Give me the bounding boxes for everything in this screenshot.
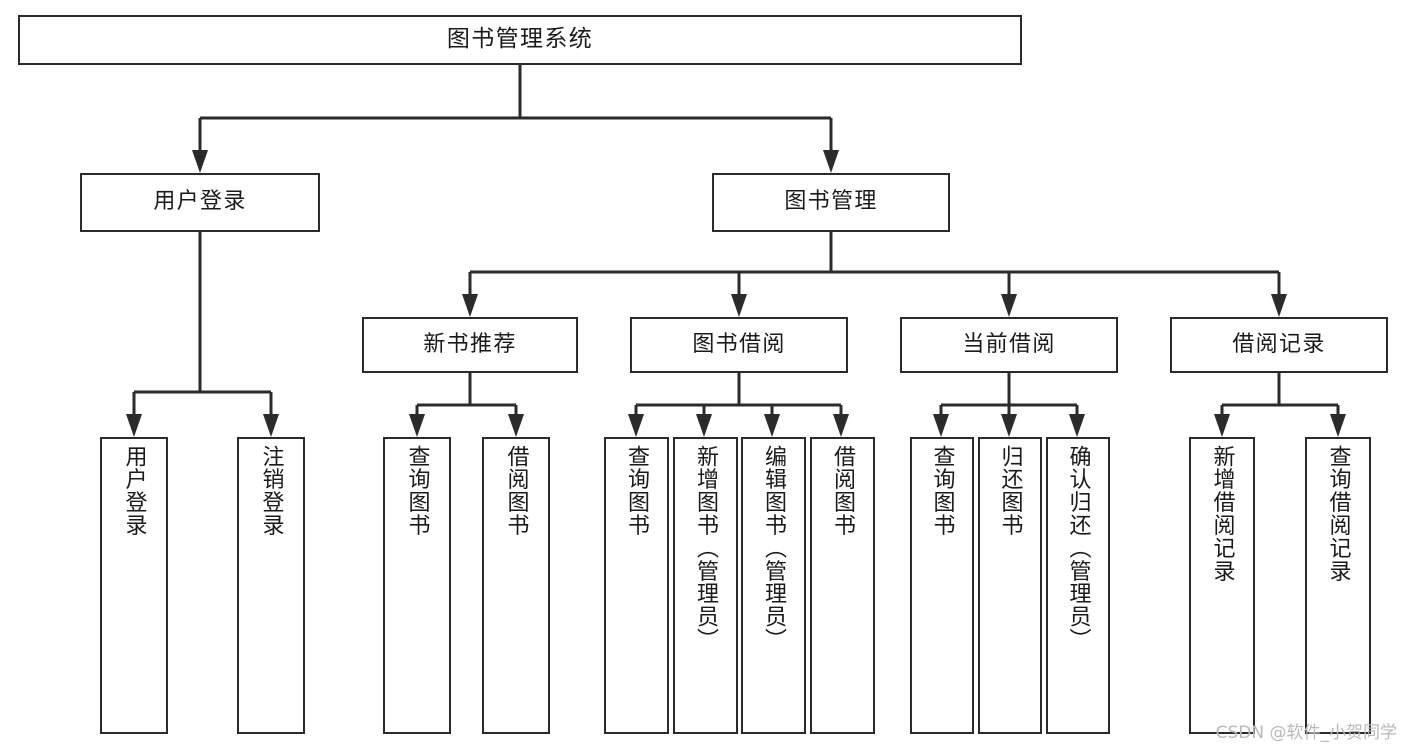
node-label: 新书推荐 <box>423 331 517 357</box>
node-label: 编辑图书（管理员） <box>761 445 787 651</box>
leaf-add-borrow-record[interactable]: 新增借阅记录 <box>1189 437 1255 734</box>
node-label: 图书管理系统 <box>446 26 594 53</box>
leaf-borrow-book-recommend[interactable]: 借阅图书 <box>482 437 550 734</box>
leaf-logout[interactable]: 注销登录 <box>237 437 305 734</box>
node-label: 图书借阅 <box>692 331 786 357</box>
leaf-confirm-return-admin[interactable]: 确认归还（管理员） <box>1046 437 1110 734</box>
node-user-login[interactable]: 用户登录 <box>80 173 320 232</box>
node-label: 注销登录 <box>258 445 284 537</box>
node-label: 当前借阅 <box>962 331 1056 357</box>
leaf-query-book-current[interactable]: 查询图书 <box>910 437 974 734</box>
node-new-book-recommend[interactable]: 新书推荐 <box>362 317 578 373</box>
node-label: 借阅图书 <box>503 445 529 537</box>
leaf-add-book-admin[interactable]: 新增图书（管理员） <box>673 437 738 734</box>
leaf-query-book-borrow[interactable]: 查询图书 <box>604 437 669 734</box>
node-label: 查询借阅记录 <box>1325 445 1351 583</box>
leaf-query-book-recommend[interactable]: 查询图书 <box>383 437 451 734</box>
node-label: 查询图书 <box>404 445 430 537</box>
leaf-query-borrow-record[interactable]: 查询借阅记录 <box>1305 437 1371 734</box>
node-current-borrow[interactable]: 当前借阅 <box>900 317 1118 373</box>
node-label: 用户登录 <box>121 445 147 537</box>
node-label: 查询图书 <box>624 445 650 537</box>
node-root-system[interactable]: 图书管理系统 <box>18 15 1022 65</box>
node-borrow-record[interactable]: 借阅记录 <box>1170 317 1388 373</box>
leaf-user-login[interactable]: 用户登录 <box>100 437 168 734</box>
node-label: 借阅记录 <box>1232 331 1326 357</box>
leaf-return-book[interactable]: 归还图书 <box>978 437 1042 734</box>
leaf-borrow-book[interactable]: 借阅图书 <box>810 437 875 734</box>
leaf-edit-book-admin[interactable]: 编辑图书（管理员） <box>741 437 806 734</box>
node-label: 借阅图书 <box>830 445 856 537</box>
node-label: 确认归还（管理员） <box>1065 445 1091 651</box>
node-label: 查询图书 <box>929 445 955 537</box>
node-label: 新增借阅记录 <box>1209 445 1235 583</box>
node-label: 图书管理 <box>784 189 878 215</box>
node-label: 归还图书 <box>997 445 1023 537</box>
node-label: 新增图书（管理员） <box>693 445 719 651</box>
node-book-management[interactable]: 图书管理 <box>712 173 950 232</box>
node-book-borrow[interactable]: 图书借阅 <box>630 317 848 373</box>
node-label: 用户登录 <box>153 189 247 215</box>
